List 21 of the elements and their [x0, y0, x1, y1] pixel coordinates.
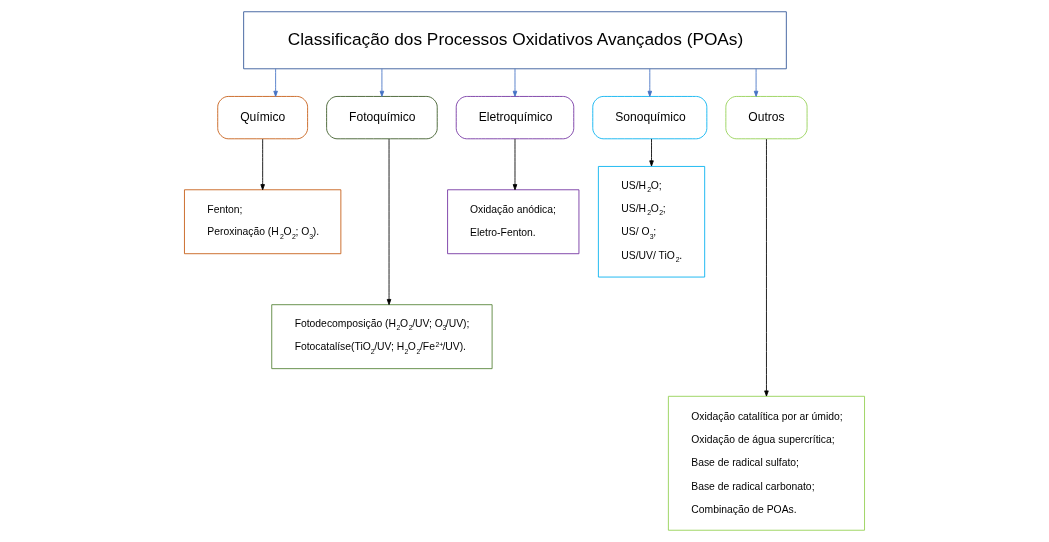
arrow	[273, 68, 278, 97]
node-box: Fotodecomposição (H$_{2}$O$_{2}$/UV; O$_{3}$/UV); Fotocatalíse(TiO$_{2}$/UV; H$_{2}$O$_{2}$/Fe$^{2+}$/UV).	[271, 304, 493, 370]
node-box: Oxidação catalítica por ar úmido; Oxidação de água supercrítica; Base de radical sulfato; Base de radical carbonato; Combinação de POAs.	[667, 395, 865, 531]
node-box: Classificação dos Processos Oxidativos Avançados (POAs)	[243, 11, 787, 70]
arrow	[386, 138, 392, 306]
node-box: Químico	[217, 96, 309, 140]
arrow	[379, 68, 385, 97]
arrow	[764, 138, 769, 397]
node-box: Eletroquímico	[455, 96, 575, 140]
arrow	[512, 68, 518, 97]
arrow	[649, 138, 654, 167]
node-box: Fotoquímico	[326, 96, 438, 140]
node-box: US/H$_{2}$O; US/H$_{2}$O$_{2}$; US/ O$_{3}$; US/UV/ TiO$_{2}$.	[597, 166, 706, 278]
arrow	[647, 68, 653, 97]
node-box: Sonoquímico	[592, 96, 708, 140]
node-box: Oxidação anódica; Eletro-Fenton.	[447, 189, 580, 255]
arrow	[512, 138, 518, 191]
arrow	[260, 138, 265, 191]
arrow	[753, 68, 759, 97]
node-box: Outros	[725, 96, 808, 140]
node-box: Fenton; Peroxinação (H$_{2}$O$_{2}$; O$_{3}$).	[184, 189, 342, 255]
